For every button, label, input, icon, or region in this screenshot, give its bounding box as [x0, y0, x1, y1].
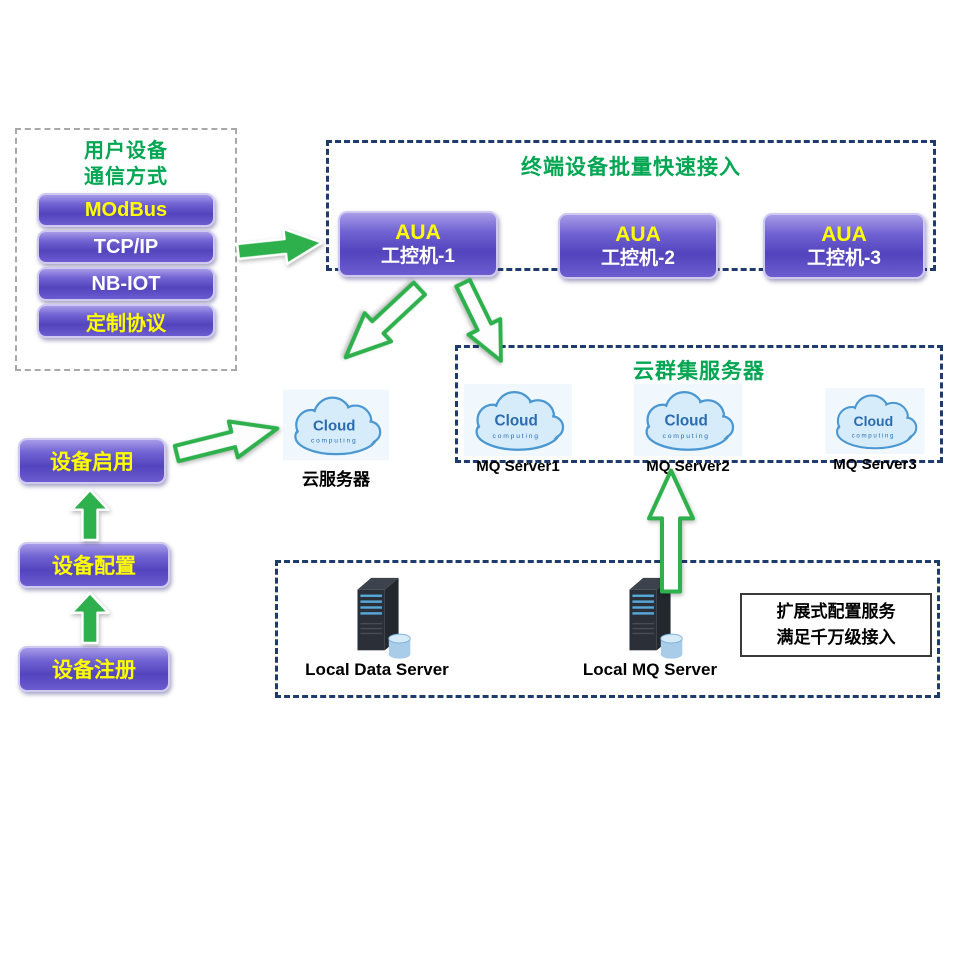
cloud-server-figure: Cloud computing 云服务器 — [283, 387, 389, 490]
comm-methods-title-line2: 通信方式 — [84, 166, 168, 188]
local-data-server-figure — [338, 574, 420, 669]
arrow-enable-to-cloud-server — [169, 407, 284, 476]
cloud-icon: Cloud computing — [634, 384, 742, 456]
cloud-server-label: 云服务器 — [302, 470, 370, 489]
terminal-access-title: 终端设备批量快速接入 — [521, 156, 741, 179]
aua-node-1-name: AUA — [395, 220, 441, 244]
svg-text:Cloud: Cloud — [665, 412, 708, 429]
mq-server-3-label: MQ Server3 — [833, 456, 917, 473]
arrow-comm-to-aua1 — [234, 222, 326, 273]
arrow-aua1-to-mq-cluster — [443, 272, 520, 371]
svg-text:computing: computing — [493, 433, 540, 440]
aua-node-2-name: AUA — [615, 222, 661, 246]
node-device-enable: 设备启用 — [18, 438, 166, 484]
node-device-register: 设备注册 — [18, 646, 170, 692]
aua-node-2-sub: 工控机-2 — [601, 247, 675, 269]
scalability-note-box: 扩展式配置服务 满足千万级接入 — [740, 593, 932, 657]
local-mq-server-label: Local MQ Server — [582, 660, 718, 679]
arrow-register-to-config — [69, 592, 111, 644]
comm-item-nbiot: NB-IOT — [37, 267, 215, 301]
comm-methods-title-line1: 用户设备 — [84, 140, 168, 162]
server-tower-icon — [629, 577, 683, 659]
aua-node-3-sub: 工控机-3 — [807, 247, 881, 269]
node-device-config: 设备配置 — [18, 542, 170, 588]
arrow-config-to-enable — [69, 489, 111, 541]
comm-methods-box: 用户设备 通信方式 MOdBus TCP/IP NB-IOT 定制协议 — [15, 128, 237, 371]
aua-node-3-name: AUA — [821, 222, 867, 246]
cloud-icon: Cloud computing — [283, 389, 389, 461]
cloud-icon: Cloud computing — [464, 384, 572, 456]
comm-item-modbus: MOdBus — [37, 193, 215, 227]
mq-server-1-label: MQ Server1 — [476, 458, 560, 475]
cloud-cluster-title: 云群集服务器 — [633, 360, 765, 383]
local-servers-box — [275, 560, 940, 698]
scalability-note-line1: 扩展式配置服务 — [776, 602, 896, 621]
mq-server-3-figure: Cloud computing MQ Server3 — [822, 388, 928, 473]
arrow-aua1-to-cloud-server — [328, 270, 436, 375]
aua-node-1: AUA 工控机-1 — [338, 211, 498, 277]
cloud-cluster-box: 云群集服务器 — [455, 345, 943, 463]
aua-node-3: AUA 工控机-3 — [763, 213, 925, 279]
local-mq-server-figure — [610, 574, 692, 669]
aua-node-1-sub: 工控机-1 — [381, 245, 455, 267]
comm-item-tcpip: TCP/IP — [37, 230, 215, 264]
cloud-icon: Cloud computing — [825, 388, 925, 454]
mq-server-2-figure: Cloud computing MQ Server2 — [632, 384, 744, 475]
svg-text:computing: computing — [852, 433, 895, 440]
svg-text:Cloud: Cloud — [313, 417, 356, 434]
svg-text:computing: computing — [663, 433, 710, 440]
aua-node-2: AUA 工控机-2 — [558, 213, 718, 279]
mq-server-2-label: MQ Server2 — [646, 458, 730, 475]
comm-item-custom-protocol: 定制协议 — [37, 304, 215, 338]
server-tower-icon — [357, 577, 411, 659]
svg-text:Cloud: Cloud — [853, 413, 893, 429]
local-data-server-label: Local Data Server — [305, 660, 449, 679]
mq-server-1-figure: Cloud computing MQ Server1 — [462, 384, 574, 475]
svg-text:Cloud: Cloud — [495, 412, 538, 429]
arrow-localmq-to-mqserver2 — [646, 468, 696, 594]
svg-text:computing: computing — [311, 438, 357, 445]
scalability-note-line2: 满足千万级接入 — [776, 628, 896, 647]
